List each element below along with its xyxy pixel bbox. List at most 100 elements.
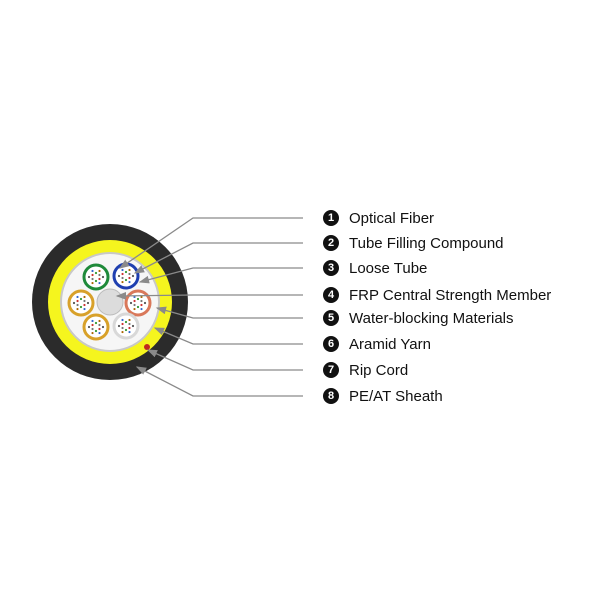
loose-tube bbox=[82, 313, 110, 341]
optical-fiber bbox=[136, 305, 140, 309]
leader-line bbox=[135, 366, 303, 397]
optical-fiber bbox=[76, 299, 79, 303]
legend-item: 2 Tube Filling Compound bbox=[323, 233, 504, 253]
optical-fiber bbox=[94, 329, 98, 333]
optical-fiber bbox=[91, 277, 94, 281]
optical-fiber bbox=[101, 275, 105, 279]
leader-line bbox=[155, 306, 303, 319]
optical-fiber bbox=[131, 324, 135, 328]
optical-fiber bbox=[124, 270, 128, 274]
optical-fiber bbox=[94, 279, 98, 283]
optical-fiber bbox=[98, 323, 101, 327]
loose-tube bbox=[112, 262, 140, 290]
legend-label: Loose Tube bbox=[349, 259, 428, 277]
optical-fiber bbox=[128, 330, 131, 334]
optical-fiber bbox=[87, 325, 91, 329]
legend-label: Tube Filling Compound bbox=[349, 234, 504, 252]
optical-fiber bbox=[76, 303, 79, 307]
optical-fiber bbox=[87, 275, 91, 279]
optical-fiber bbox=[121, 272, 124, 276]
optical-fiber bbox=[91, 273, 94, 277]
optical-fiber bbox=[91, 331, 94, 335]
loose-tube bbox=[112, 312, 140, 340]
optical-fiber bbox=[101, 325, 105, 329]
loose-tube bbox=[67, 289, 95, 317]
optical-fiber bbox=[133, 307, 136, 311]
legend-label: FRP Central Strength Member bbox=[349, 286, 552, 304]
legend-number-badge: 2 bbox=[323, 235, 339, 251]
leader-line bbox=[153, 327, 303, 345]
optical-fiber bbox=[124, 328, 128, 332]
optical-fiber bbox=[86, 301, 90, 305]
optical-fiber bbox=[94, 271, 98, 275]
optical-fiber bbox=[128, 268, 131, 272]
optical-fiber bbox=[128, 280, 131, 284]
optical-fiber bbox=[83, 303, 86, 307]
optical-fiber bbox=[79, 305, 83, 309]
loose-tube bbox=[82, 263, 110, 291]
optical-fiber bbox=[128, 272, 131, 276]
optical-fiber bbox=[94, 321, 98, 325]
optical-fiber bbox=[98, 327, 101, 331]
frp-central-member bbox=[96, 288, 124, 316]
legend-number-badge: 4 bbox=[323, 287, 339, 303]
optical-fiber bbox=[76, 307, 79, 311]
optical-fiber bbox=[98, 269, 101, 273]
optical-fiber bbox=[91, 269, 94, 273]
legend-item: 5 Water-blocking Materials bbox=[323, 308, 514, 328]
optical-fiber bbox=[128, 318, 131, 322]
optical-fiber bbox=[121, 318, 124, 322]
legend-number-badge: 6 bbox=[323, 336, 339, 352]
optical-fiber bbox=[72, 301, 76, 305]
optical-fiber bbox=[124, 278, 128, 282]
optical-fiber bbox=[121, 330, 124, 334]
optical-fiber bbox=[98, 273, 101, 277]
optical-fiber bbox=[91, 281, 94, 285]
optical-fiber bbox=[124, 320, 128, 324]
optical-fiber bbox=[121, 326, 124, 330]
leader-line bbox=[133, 242, 303, 274]
leader-line bbox=[115, 291, 303, 300]
optical-fiber bbox=[98, 277, 101, 281]
optical-fiber bbox=[98, 281, 101, 285]
legend-label: PE/AT Sheath bbox=[349, 387, 443, 405]
optical-fiber bbox=[140, 303, 143, 307]
optical-fiber bbox=[136, 297, 140, 301]
legend-label: Water-blocking Materials bbox=[349, 309, 514, 327]
optical-fiber bbox=[128, 326, 131, 330]
legend-item: 4 FRP Central Strength Member bbox=[323, 285, 551, 305]
optical-fiber bbox=[121, 276, 124, 280]
legend-item: 8 PE/AT Sheath bbox=[323, 386, 443, 406]
optical-fiber bbox=[131, 274, 135, 278]
optical-fiber bbox=[91, 323, 94, 327]
optical-fiber bbox=[121, 322, 124, 326]
optical-fiber bbox=[83, 307, 86, 311]
optical-fiber bbox=[140, 307, 143, 311]
leader-line bbox=[118, 217, 303, 269]
loose-tube bbox=[124, 289, 152, 317]
optical-fiber bbox=[133, 299, 136, 303]
optical-fiber bbox=[128, 276, 131, 280]
optical-fiber bbox=[128, 322, 131, 326]
optical-fiber bbox=[117, 274, 121, 278]
optical-fiber bbox=[140, 299, 143, 303]
legend-number-badge: 5 bbox=[323, 310, 339, 326]
optical-fiber bbox=[79, 297, 83, 301]
rip-cord bbox=[144, 344, 150, 350]
optical-fiber bbox=[98, 319, 101, 323]
optical-fiber bbox=[83, 295, 86, 299]
optical-fiber bbox=[91, 327, 94, 331]
optical-fiber bbox=[76, 295, 79, 299]
legend-number-badge: 8 bbox=[323, 388, 339, 404]
legend-number-badge: 1 bbox=[323, 210, 339, 226]
leader-line bbox=[138, 267, 303, 284]
legend-number-badge: 7 bbox=[323, 362, 339, 378]
optical-fiber bbox=[140, 295, 143, 299]
optical-fiber bbox=[121, 280, 124, 284]
optical-fiber bbox=[83, 299, 86, 303]
leader-line bbox=[146, 349, 303, 371]
